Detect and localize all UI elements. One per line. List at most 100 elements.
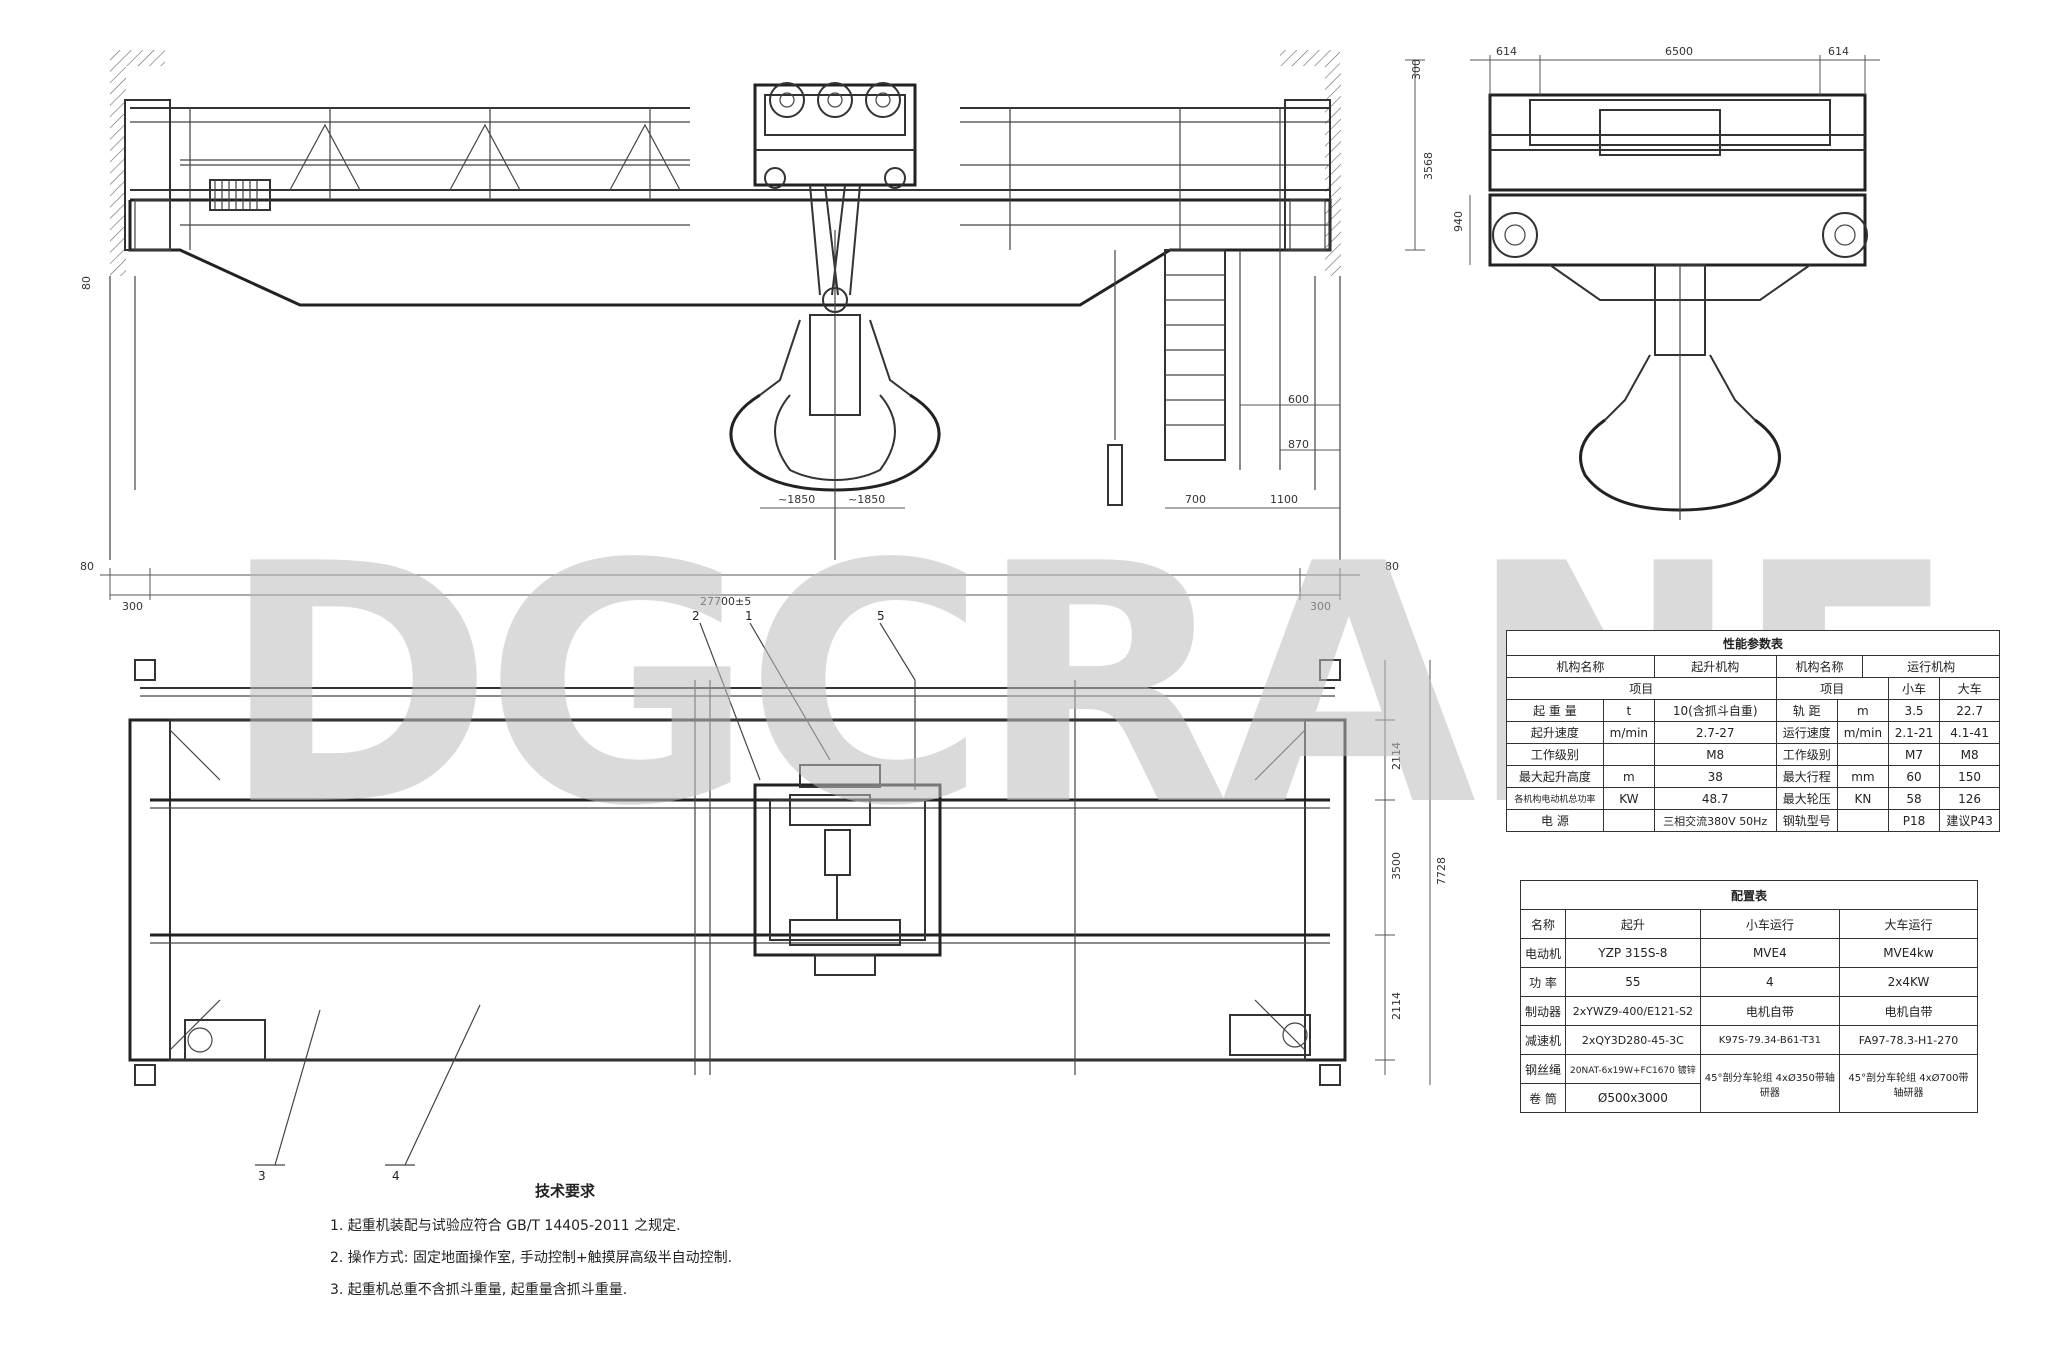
perf-cell: 工作级别 [1775, 743, 1838, 766]
grab-bucket [729, 230, 941, 560]
config-cell: YZP 315S-8 [1565, 938, 1701, 968]
dim-left-end: 80 [80, 276, 93, 290]
side-dim-right: 614 [1828, 45, 1849, 58]
config-cell: 制动器 [1519, 996, 1567, 1026]
dim-grab-right: ~1850 [848, 493, 885, 506]
perf-cell: 钢轨型号 [1775, 809, 1838, 832]
hoist-drum [209, 179, 271, 211]
perf-cell [1836, 809, 1889, 832]
right-wall-hatch [1280, 50, 1340, 66]
config-cell: 45°剖分车轮组 4xØ700带轴研器 [1838, 1054, 1979, 1113]
config-table: 配置表 名称 起升 小车运行 大车运行 电动机 YZP 315S-8 MVE4 … [1519, 880, 1979, 1113]
table-row: 减速机 2xQY3D280-45-3C K97S-79.34-B61-T31 F… [1519, 1025, 1979, 1055]
config-cell: K97S-79.34-B61-T31 [1699, 1025, 1840, 1055]
config-cell: 功 率 [1519, 967, 1567, 997]
config-cell: 电机自带 [1699, 996, 1840, 1026]
side-trolley-frame [1488, 93, 1867, 192]
notes-title: 技术要求 [534, 1182, 595, 1200]
dim-top-right-clear: 300 [1410, 59, 1423, 80]
dim-height-total: 3568 [1422, 152, 1435, 180]
config-cell: MVE4 [1699, 938, 1840, 968]
perf-header-trolley: 小车 [1887, 677, 1941, 700]
plan-dim-top-part: 2114 [1390, 742, 1403, 770]
perf-cell [1836, 743, 1889, 766]
config-cell: 45°剖分车轮组 4xØ350带轴研器 [1699, 1054, 1840, 1113]
perf-cell: 最大行程 [1775, 765, 1838, 788]
left-wall-hatch [110, 50, 165, 66]
config-header-hoist: 起升 [1565, 909, 1701, 939]
front-elevation-view: 300 3568 80 ~1850 ~1850 600 870 700 1100… [80, 50, 1435, 613]
performance-table: 性能参数表 机构名称 起升机构 机构名称 运行机构 项目 项目 小车 大车 起 … [1506, 630, 2000, 832]
perf-header-item-right: 项目 [1775, 677, 1889, 700]
config-cell: 减速机 [1519, 1025, 1567, 1055]
table-row: 工作级别 M8 工作级别 M7 M8 [1506, 743, 2000, 766]
plan-dim-total: 7728 [1435, 857, 1448, 885]
perf-cell: 各机构电动机总功率 [1506, 787, 1604, 810]
config-header-trolley: 小车运行 [1699, 909, 1840, 939]
perf-cell: t [1602, 699, 1655, 722]
perf-header-item-left: 项目 [1506, 677, 1777, 700]
left-wall-column [110, 66, 126, 276]
perf-cell: 运行速度 [1775, 721, 1838, 744]
cab-ladder [1164, 249, 1281, 470]
main-girder [128, 198, 1332, 307]
perf-cell: 38 [1653, 765, 1777, 788]
dim-grab-left: ~1850 [778, 493, 815, 506]
perf-cell: 126 [1939, 787, 2000, 810]
dim-right-300: 300 [1310, 600, 1331, 613]
perf-cell: m/min [1602, 721, 1655, 744]
dim-left-300: 300 [122, 600, 143, 613]
perf-cell: 电 源 [1506, 809, 1604, 832]
perf-header-mechanism-left: 机构名称 [1506, 655, 1655, 678]
trolley [753, 82, 917, 189]
dim-left-rail-offset: 80 [80, 560, 94, 573]
perf-cell: M8 [1939, 743, 2000, 766]
config-cell: 2xYWZ9-400/E121-S2 [1565, 996, 1701, 1026]
perf-cell: 轨 距 [1775, 699, 1838, 722]
side-left-wheel [1492, 212, 1538, 258]
note-item-1: 1. 起重机装配与试验应符合 GB/T 14405-2011 之规定. [330, 1218, 681, 1234]
config-cell: 钢丝绳 [1519, 1054, 1567, 1084]
table-row: 起升速度 m/min 2.7-27 运行速度 m/min 2.1-21 4.1-… [1506, 721, 2000, 744]
perf-cell: 150 [1939, 765, 2000, 788]
performance-table-title: 性能参数表 [1506, 630, 2000, 656]
perf-cell: m [1836, 699, 1889, 722]
dim-cab-700: 700 [1185, 493, 1206, 506]
perf-cell: M7 [1887, 743, 1941, 766]
callout-1: 1 [745, 609, 753, 623]
plan-left-motor [184, 1019, 266, 1061]
side-elevation-view: 614 6500 614 940 [1452, 45, 1880, 520]
config-cell: FA97-78.3-H1-270 [1838, 1025, 1979, 1055]
perf-cell: 4.1-41 [1939, 721, 2000, 744]
table-row: 各机构电动机总功率 KW 48.7 最大轮压 KN 58 126 [1506, 787, 2000, 810]
config-cell: 卷 筒 [1519, 1083, 1567, 1113]
perf-cell: 起升速度 [1506, 721, 1604, 744]
config-cell: 55 [1565, 967, 1701, 997]
table-row: 电动机 YZP 315S-8 MVE4 MVE4kw [1519, 938, 1979, 968]
side-end-beam [1488, 193, 1867, 267]
technical-notes: 技术要求 1. 起重机装配与试验应符合 GB/T 14405-2011 之规定.… [330, 1180, 890, 1311]
perf-cell: 60 [1887, 765, 1941, 788]
perf-cell: P18 [1887, 809, 1941, 832]
config-cell: MVE4kw [1838, 938, 1979, 968]
perf-cell: 起 重 量 [1506, 699, 1604, 722]
plan-right-motor [1229, 1014, 1311, 1056]
dim-ladder-870: 870 [1288, 438, 1309, 451]
table-row: 最大起升高度 m 38 最大行程 mm 60 150 [1506, 765, 2000, 788]
perf-cell: 22.7 [1939, 699, 2000, 722]
right-wall-column [1325, 66, 1341, 276]
perf-cell: 最大轮压 [1775, 787, 1838, 810]
note-item-3: 3. 起重机总重不含抓斗重量, 起重量含抓斗重量. [330, 1282, 628, 1298]
perf-header-running: 运行机构 [1862, 655, 2000, 678]
hoist-ropes [809, 184, 861, 296]
plan-dim-middle: 3500 [1390, 852, 1403, 880]
config-header-name: 名称 [1519, 909, 1567, 939]
dim-ladder-600: 600 [1288, 393, 1309, 406]
note-item-2: 2. 操作方式: 固定地面操作室, 手动控制+触摸屏高级半自动控制. [330, 1250, 733, 1266]
callout-4: 4 [392, 1169, 400, 1183]
side-dim-gauge: 6500 [1665, 45, 1693, 58]
perf-header-hoist: 起升机构 [1653, 655, 1777, 678]
table-row: 电 源 三相交流380V 50Hz 钢轨型号 P18 建议P43 [1506, 809, 2000, 832]
table-row: 钢丝绳 20NAT-6x19W+FC1670 镀锌 45°剖分车轮组 4xØ35… [1519, 1054, 1979, 1113]
config-cell: Ø500x3000 [1565, 1083, 1701, 1113]
